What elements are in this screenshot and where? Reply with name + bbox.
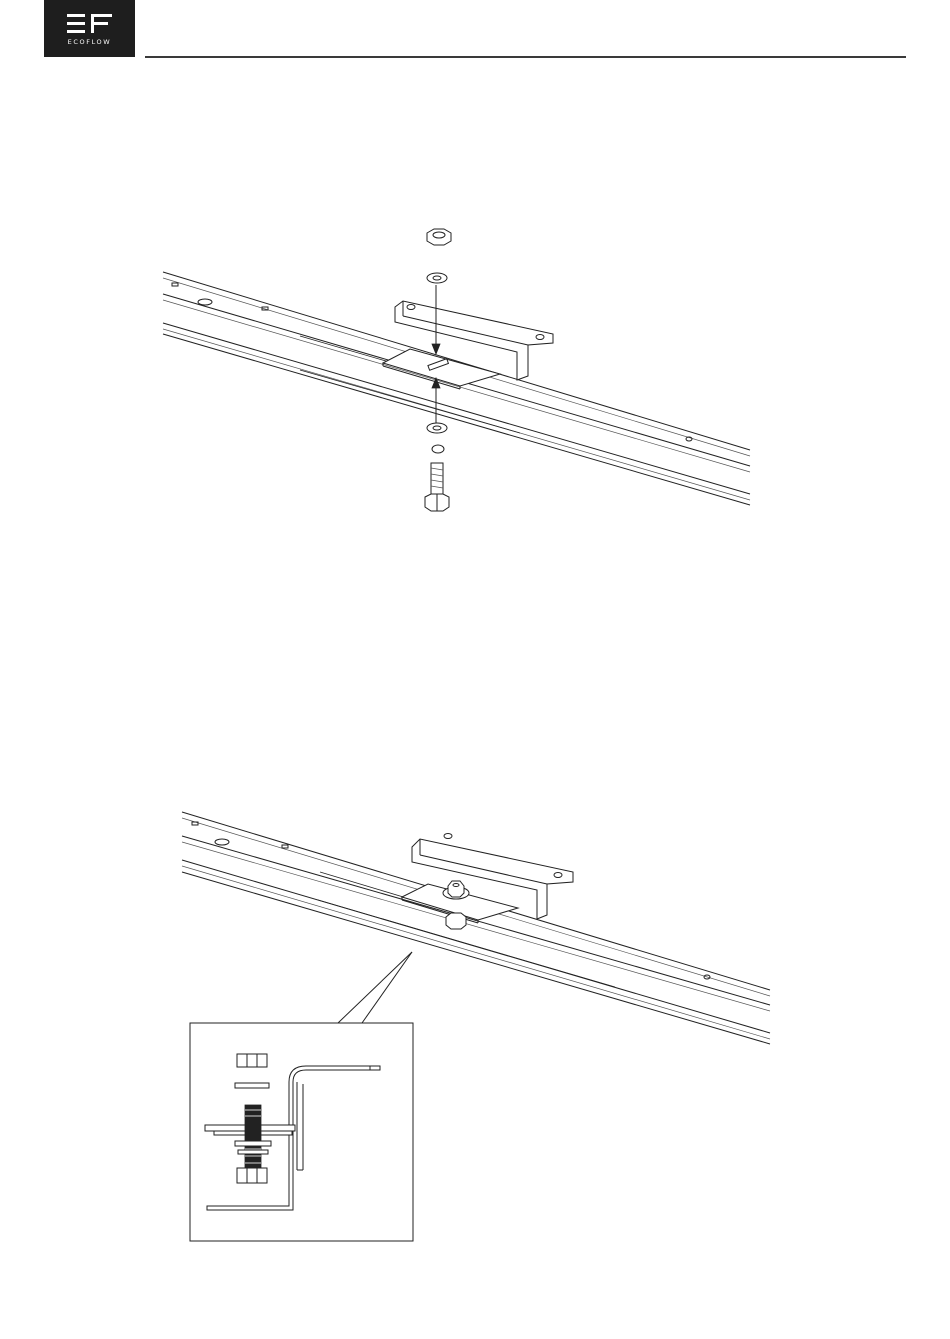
- bracket-bolt-assembled-drawing: [0, 800, 950, 1250]
- ecoflow-logo: ECOFLOW: [44, 0, 135, 57]
- ef-logo-icon: [44, 0, 135, 57]
- header-rule: [145, 56, 906, 58]
- logo-wordmark: ECOFLOW: [44, 38, 135, 46]
- exploded-assembly-view: [0, 220, 950, 520]
- bracket-bolt-exploded-drawing: [0, 220, 950, 520]
- assembled-view-with-detail: [0, 800, 950, 1250]
